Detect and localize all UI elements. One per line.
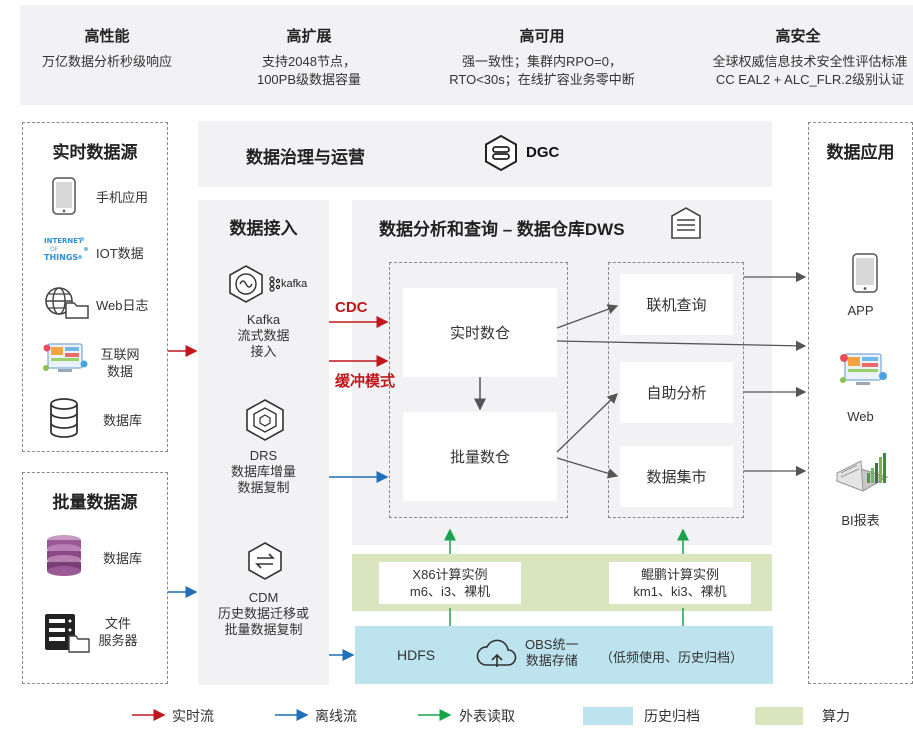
drs-hexagon-icon xyxy=(243,398,287,447)
arrow-realtime-to-query xyxy=(556,304,619,329)
source-internet-label: 互联网 数据 xyxy=(100,347,140,379)
source-weblog-label: Web日志 xyxy=(96,298,149,313)
arrow-batch-to-mart xyxy=(556,457,619,479)
feature-title-security: 高安全 xyxy=(775,28,821,45)
bi-report-icon xyxy=(833,451,891,502)
realtime-sources-panel xyxy=(22,122,168,452)
legend-offline-label: 离线流 xyxy=(315,708,357,724)
cdc-label: CDC xyxy=(335,299,368,316)
svg-text:OF: OF xyxy=(50,246,59,253)
buffer-mode-label: 缓冲模式 xyxy=(335,373,396,390)
apps-title: 数据应用 xyxy=(826,143,895,162)
kunpeng-compute-box: 鲲鹏计算实例 km1、ki3、裸机 xyxy=(609,562,751,604)
globe-folder-icon xyxy=(44,285,90,324)
data-mart-box: 数据集市 xyxy=(620,446,733,507)
realtime-sources-title: 实时数据源 xyxy=(52,143,138,162)
ingest-title: 数据接入 xyxy=(229,219,298,238)
obs-label: OBS统一 数据存储 xyxy=(525,637,579,668)
cloud-upload-icon xyxy=(474,633,520,680)
feature-desc-availability: 强一致性；集群内RPO=0， RTO<30s；在线扩容业务零中断 xyxy=(449,54,635,87)
batch-sources-title: 批量数据源 xyxy=(52,493,138,512)
kafka-small-icon xyxy=(268,276,281,297)
storage-panel xyxy=(355,626,773,684)
app-label: APP xyxy=(847,303,874,318)
feature-desc-performance: 万亿数据分析秒级响应 xyxy=(41,54,173,69)
cdm-label: CDM 历史数据迁移或 批量数据复制 xyxy=(217,590,309,637)
batch-database-label: 数据库 xyxy=(103,551,143,566)
governance-title: 数据治理与运营 xyxy=(246,148,365,167)
batch-warehouse: 批量数仓 xyxy=(403,412,557,501)
bi-report-label: BI报表 xyxy=(841,513,880,528)
drs-label: DRS 数据库增量 数据复制 xyxy=(230,448,296,495)
legend-external-label: 外表读取 xyxy=(459,708,515,724)
kafka-label: Kafka 流式数据 接入 xyxy=(237,312,290,359)
svg-text:THINGS: THINGS xyxy=(44,253,78,262)
features-bar: 高性能 万亿数据分析秒级响应 高扩展 支持2048节点， 100PB级数据容量 … xyxy=(20,5,913,105)
source-iot-label: IOT数据 xyxy=(96,246,144,261)
cdm-exchange-icon xyxy=(245,541,285,586)
warehouse-group xyxy=(389,262,568,518)
warehouse-icon xyxy=(669,206,703,245)
kafka-logo-icon xyxy=(226,264,266,309)
legend-archive-swatch xyxy=(583,707,633,725)
file-server-icon xyxy=(43,612,91,659)
web-label: Web xyxy=(847,409,874,424)
feature-desc-scalability: 支持2048节点， 100PB级数据容量 xyxy=(256,54,362,87)
dgc-logo-icon xyxy=(482,134,520,177)
dgc-brand: DGC xyxy=(526,144,560,161)
feature-title-scalability: 高扩展 xyxy=(286,28,332,45)
realtime-warehouse: 实时数仓 xyxy=(403,288,557,377)
kafka-brand: kafka xyxy=(281,278,308,290)
storage-note: （低频使用、历史归档） xyxy=(600,650,744,665)
internet-data-icon xyxy=(42,340,88,381)
arrow-batch-to-analysis xyxy=(556,393,618,453)
legend-compute-swatch xyxy=(755,707,803,725)
phone-app-icon xyxy=(852,253,878,298)
database-icon xyxy=(49,398,79,443)
legend-compute-label: 算力 xyxy=(822,708,850,724)
self-service-analysis-box: 自助分析 xyxy=(620,362,733,423)
source-mobile-label: 手机应用 xyxy=(96,190,149,205)
source-database-label: 数据库 xyxy=(103,413,143,428)
feature-desc-security: 全球权威信息技术安全性评估标准 CC EAL2 + ALC_FLR.2级别认证 xyxy=(712,54,908,87)
svg-text:INTERNET: INTERNET xyxy=(44,237,83,245)
online-query-box: 联机查询 xyxy=(620,274,733,335)
batch-sources-panel xyxy=(22,472,168,684)
iot-icon: INTERNET OF THINGS xyxy=(42,233,90,268)
dws-title: 数据分析和查询 – 数据仓库DWS xyxy=(379,220,625,239)
legend-archive-label: 历史归档 xyxy=(644,708,700,724)
feature-title-availability: 高可用 xyxy=(519,28,565,45)
x86-compute-box: X86计算实例 m6、i3、裸机 xyxy=(379,562,521,604)
outputs-group xyxy=(608,262,744,518)
web-app-icon xyxy=(838,350,888,395)
feature-title-performance: 高性能 xyxy=(84,28,130,45)
phone-icon xyxy=(52,177,76,220)
purple-database-icon xyxy=(44,534,84,583)
ingest-panel xyxy=(198,200,329,685)
arrow-realtime-to-app-web xyxy=(556,340,807,352)
hdfs-label: HDFS xyxy=(397,647,436,663)
legend-realtime-label: 实时流 xyxy=(172,708,214,724)
file-server-label: 文件 服务器 xyxy=(98,616,138,648)
